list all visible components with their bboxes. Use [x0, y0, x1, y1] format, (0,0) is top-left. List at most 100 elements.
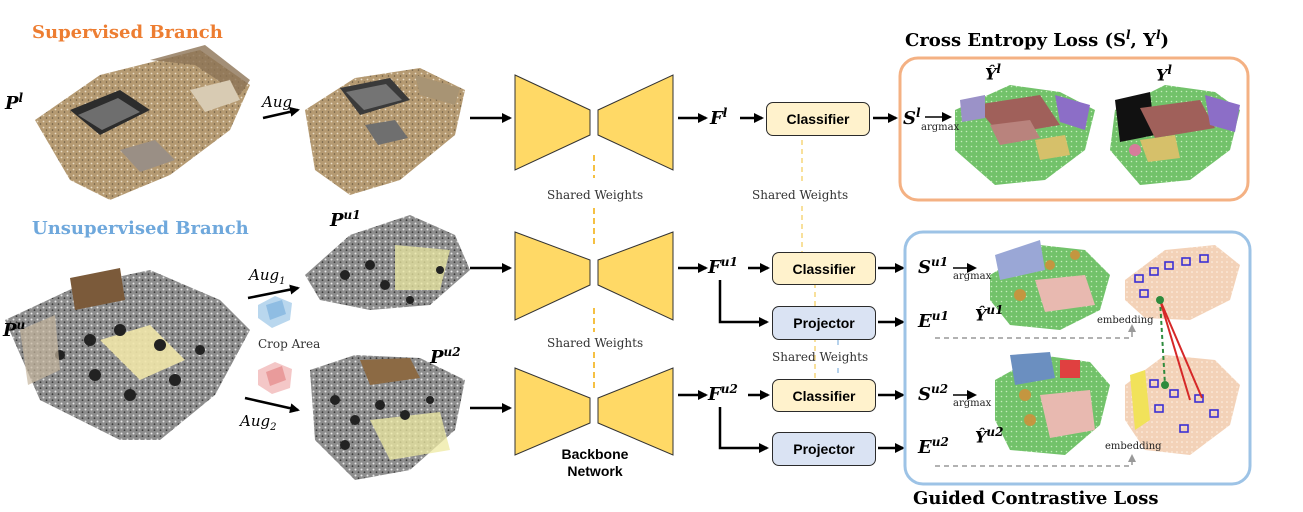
flow-arrows — [244, 106, 905, 453]
aug1-main: Aug — [249, 266, 280, 284]
ce-title-sup1: l — [1125, 28, 1131, 42]
su2-sup: u2 — [931, 382, 949, 396]
point-cloud-pl-aug — [305, 68, 465, 195]
prediction-cloud-u2 — [995, 352, 1110, 455]
label-eu1: Eu1 — [918, 309, 949, 332]
fu2-sup: u2 — [720, 382, 738, 396]
pred-sup-main: Ŷ — [985, 64, 997, 84]
sl-sup: l — [916, 106, 921, 120]
sl-main: S — [903, 108, 916, 129]
label-pu2: Pu2 — [430, 345, 461, 368]
fu1-main: F — [708, 257, 721, 278]
aug1-sub: 1 — [279, 276, 286, 287]
label-fl: Fl — [710, 106, 727, 129]
argmax-arrows — [925, 112, 977, 400]
guided-contrastive-loss-box — [903, 230, 1252, 486]
embedding-label-u1: embedding — [1097, 315, 1154, 326]
su1-sup: u1 — [931, 255, 949, 269]
label-su1: Su1 — [918, 255, 948, 278]
backbone-label-line1: Backbone — [561, 446, 629, 462]
backbone-top — [514, 74, 674, 171]
crop-area-icon-2 — [258, 362, 292, 394]
pu2-main: P — [430, 347, 444, 368]
label-pl: Pl — [5, 91, 23, 114]
shared-weights-label-3: Shared Weights — [547, 336, 644, 350]
shared-weights-label-4: Shared Weights — [772, 350, 869, 364]
eu1-main: E — [918, 311, 932, 332]
ce-title-sup2: l — [1155, 28, 1161, 42]
argmax-label-u1: argmax — [953, 271, 992, 282]
fu2-main: F — [708, 384, 721, 405]
point-cloud-pu2 — [310, 355, 465, 480]
classifier-u2: Classifier — [772, 379, 876, 412]
label-sl: Sl — [903, 106, 921, 129]
label-pred-sup: Ŷl — [985, 62, 1001, 83]
embedding-label-u2: embedding — [1105, 441, 1162, 452]
embedding-cloud-u2 — [1125, 355, 1240, 455]
prediction-cloud-supervised — [955, 85, 1095, 185]
argmax-label-u2: argmax — [953, 398, 992, 409]
label-aug: Aug — [262, 93, 293, 111]
pu1-main: P — [330, 210, 344, 231]
label-fu1: Fu1 — [708, 255, 738, 278]
backbone-bottom — [514, 367, 674, 456]
eu1-sup: u1 — [931, 309, 949, 323]
pred-u1-main: Ŷ — [975, 305, 987, 325]
pl-sup: l — [18, 91, 24, 105]
su2-main: S — [918, 384, 931, 405]
pred-u1-sup: u1 — [986, 303, 1004, 317]
label-aug2: Aug2 — [240, 412, 276, 433]
classifier-u1: Classifier — [772, 252, 876, 285]
label-su2: Su2 — [918, 382, 948, 405]
pu2-sup: u2 — [443, 345, 461, 359]
label-pu1: Pu1 — [330, 208, 361, 231]
contrastive-links — [1156, 296, 1203, 401]
backbone-label-line2: Network — [567, 463, 623, 479]
shared-weights-label-1: Shared Weights — [547, 188, 644, 202]
pred-sup-sup: l — [996, 62, 1001, 76]
shared-weights-label-2: Shared Weights — [752, 188, 849, 202]
guidance-arrows — [935, 324, 1136, 467]
fl-sup: l — [722, 106, 728, 120]
label-pu: Pu — [3, 318, 25, 341]
unsupervised-branch-title: Unsupervised Branch — [32, 218, 249, 239]
ce-title-a: Cross Entropy Loss (S — [905, 30, 1126, 51]
pu1-sup: u1 — [343, 208, 361, 222]
pu-sup: u — [16, 318, 26, 332]
label-pred-u2: Ŷu2 — [975, 425, 1004, 446]
projector-u2: Projector — [772, 432, 876, 466]
argmax-label-sup: argmax — [921, 122, 960, 133]
ce-title-b: , Y — [1130, 30, 1156, 51]
cross-entropy-loss-title: Cross Entropy Loss (Sl, Yl) — [905, 28, 1169, 51]
fu1-sup: u1 — [720, 255, 738, 269]
crop-area-icon-1 — [258, 296, 292, 328]
fl-main: F — [710, 108, 723, 129]
su1-main: S — [918, 257, 931, 278]
label-gt-sup: Yl — [1156, 63, 1172, 84]
supervised-branch-title: Supervised Branch — [32, 22, 223, 43]
aug2-main: Aug — [240, 412, 271, 430]
aug2-sub: 2 — [270, 422, 277, 433]
label-fu2: Fu2 — [708, 382, 738, 405]
cross-entropy-loss-box — [898, 56, 1250, 202]
label-pred-u1: Ŷu1 — [975, 303, 1004, 324]
point-cloud-pu — [5, 268, 250, 440]
prediction-cloud-u1 — [990, 240, 1110, 330]
pu-main: P — [3, 320, 17, 341]
guided-contrastive-loss-title: Guided Contrastive Loss — [913, 488, 1159, 509]
gt-sup-sup: l — [1167, 63, 1172, 77]
pred-u2-main: Ŷ — [975, 427, 987, 447]
label-eu2: Eu2 — [918, 435, 949, 458]
projector-u1: Projector — [772, 306, 876, 340]
point-cloud-pu1 — [305, 215, 470, 310]
classifier-supervised: Classifier — [766, 102, 870, 136]
eu2-sup: u2 — [931, 435, 949, 449]
embedding-cloud-u1 — [1125, 245, 1240, 320]
label-aug1: Aug1 — [249, 266, 285, 287]
eu2-main: E — [918, 437, 932, 458]
ce-title-c: ) — [1160, 30, 1170, 51]
pl-main: P — [5, 93, 19, 114]
label-crop-area: Crop Area — [258, 337, 321, 351]
point-cloud-pl — [35, 45, 250, 200]
ground-truth-cloud-supervised — [1110, 85, 1240, 185]
